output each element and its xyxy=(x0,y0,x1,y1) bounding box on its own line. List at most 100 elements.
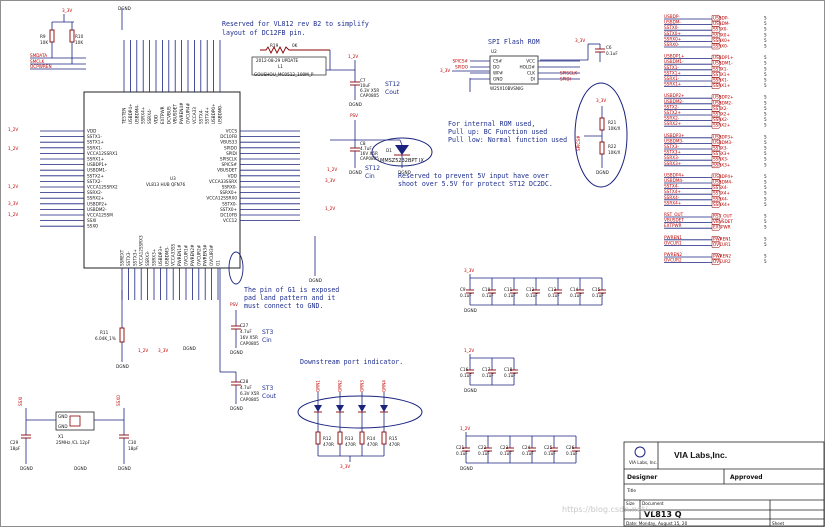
hier-net-label: EXTPWR xyxy=(664,223,682,228)
hier-port-label: SSRX3+ xyxy=(713,162,731,167)
hier-port-icon xyxy=(711,184,722,191)
decap-gnd: DGND xyxy=(460,466,473,471)
g1-note-1: The pin of G1 is exposed xyxy=(244,286,339,294)
ic-top-pin: VBUSDET xyxy=(173,104,178,124)
document-label: Document xyxy=(642,501,664,506)
hier-port-label: SSRX0- xyxy=(713,44,729,49)
led-resistor xyxy=(381,431,387,445)
hier-port-num: 5 xyxy=(764,225,767,230)
decap-ref: C21 xyxy=(456,445,465,450)
hier-net-label: PWREN1 xyxy=(664,235,682,240)
svg-text:Cout: Cout xyxy=(385,89,400,96)
ic-top-pin: OVCUR4# xyxy=(186,102,191,124)
net-smdata: SMDATA xyxy=(30,53,47,58)
led-resistor xyxy=(315,431,321,445)
rom-select-circle xyxy=(574,82,628,188)
hier-port-num: 5 xyxy=(764,254,767,259)
ic-bottom-pin: SSRX3+ xyxy=(152,248,157,266)
hier-port-icon xyxy=(711,94,722,101)
ic-top-pin: SSTX4- xyxy=(198,109,203,124)
ic-bottom-pin: OVCUR3# xyxy=(209,244,214,266)
ic-bottom-pin: USBDP3+ xyxy=(158,245,163,266)
hier-net-label: SSTX1- xyxy=(664,65,679,70)
c27-ref: C27 xyxy=(240,323,249,328)
spi-flash-title: SPI Flash ROM xyxy=(488,38,540,46)
downstream-note: Downstream port indicator. xyxy=(300,358,403,366)
c7-gnd: DGND xyxy=(349,102,362,107)
c28-ref: C28 xyxy=(240,379,249,384)
net-ocpwren: OCPWREN xyxy=(30,64,52,69)
flash-right-net: SPIDI xyxy=(560,77,571,82)
ic-top-pin: VDD xyxy=(154,115,159,124)
ic-right-pin: SPICS# xyxy=(221,162,237,167)
hier-port-num: 5 xyxy=(764,180,767,185)
hier-net-label: SSTX0+ xyxy=(664,31,681,36)
hier-port-icon xyxy=(711,77,722,84)
hier-port-label: SSTX2+ xyxy=(713,112,730,117)
ic-left-pin: USBDP2+ xyxy=(87,201,108,206)
c29-gnd: DGND xyxy=(20,466,33,471)
hier-net-label: SSRX1- xyxy=(664,76,680,81)
ic-left-pin: USBDM2- xyxy=(87,207,107,212)
led-vcc: 3_3V xyxy=(340,464,350,469)
left-v12-b: 1_2V xyxy=(8,146,18,151)
ic-top-pin: PWREN4# xyxy=(179,102,184,124)
hier-net-label: USBDM3- xyxy=(664,138,684,143)
r10-ref: R10 xyxy=(75,34,84,39)
hier-net-label: PWREN2 xyxy=(664,252,682,257)
ic-right-power: 1_2V 3_3V 1_2V DGND xyxy=(309,167,337,283)
hier-port-icon xyxy=(711,134,722,141)
r9-ref: R9 xyxy=(40,34,46,39)
hier-net-label: SSRX3- xyxy=(664,155,680,160)
right-v12-b: 1_2V xyxy=(325,206,335,211)
decap-value: 0.1uF xyxy=(526,293,538,298)
hier-port-num: 5 xyxy=(764,157,767,162)
hier-port-num: 5 xyxy=(764,162,767,167)
led-resistor xyxy=(359,431,365,445)
decap-value: 0.1uF xyxy=(456,451,468,456)
c8-ref: C8 xyxy=(360,141,366,146)
c7-group: 1_2V C7 10uF 6.3V X5R CAP0805 DGND ST12 … xyxy=(348,54,400,107)
ic-bottom-pin: SSRX3- xyxy=(145,250,150,266)
hier-port-label: SSTX0+ xyxy=(713,32,730,37)
hier-net-label: SSRX1+ xyxy=(664,82,682,87)
hier-port-num: 5 xyxy=(764,140,767,145)
spics-net: SPICS# xyxy=(576,135,581,151)
d1-zener-icon xyxy=(395,145,409,155)
d1-value: MMSZ5232BPT IX xyxy=(380,158,425,164)
hier-port-icon xyxy=(711,258,722,265)
st3-cout: ST3 xyxy=(262,385,273,392)
hier-port-icon xyxy=(711,196,722,203)
hier-net-label: SSTX4+ xyxy=(664,189,681,194)
r21-vcc: 3_3V xyxy=(596,98,606,103)
r11-group: R11 6.04K_1% DGND xyxy=(95,290,129,369)
hier-port-label: SSRX0+ xyxy=(713,38,731,43)
hier-port-icon xyxy=(711,37,722,44)
bot-gnd-a: DGND xyxy=(183,346,196,351)
decap-value: 0.1uF xyxy=(566,451,578,456)
flash-left-net: SPICS# xyxy=(452,59,468,64)
left-v33: 3_3V xyxy=(8,201,18,206)
spi-flash: SPI Flash ROM U2 W25X10BVSNIG CS#SPICS#D… xyxy=(440,38,618,92)
ic-top-pin: DCVBUS xyxy=(166,106,171,124)
ic-right-pin: SSRX0- xyxy=(222,185,238,190)
hier-port-label: USBDM3- xyxy=(713,140,733,145)
hier-port-icon xyxy=(711,156,722,163)
r11-ref: R11 xyxy=(100,330,109,335)
flash-left-pin: WP# xyxy=(493,71,504,76)
x1-gnd-pin: GND xyxy=(58,414,68,419)
hier-port-icon xyxy=(711,213,722,220)
decap-value: 0.1uF xyxy=(504,293,516,298)
ic-top-pin: USBDM4- xyxy=(134,104,139,124)
rom-select-resistors: 3_3V R21 10K/X SPICS# R22 10K/X DGND xyxy=(576,98,620,175)
hier-port-icon xyxy=(711,66,722,73)
crystal-group: SSXI SSXO GND GND X1 25MHz /CL 12pF C29 … xyxy=(10,394,139,471)
flash-right-pin: VCC xyxy=(526,59,535,64)
hier-port-icon xyxy=(711,43,722,50)
flash-vcc2: 3_3V xyxy=(575,38,585,43)
hier-port-label: SSRX2+ xyxy=(713,123,731,128)
hier-port-label: SSTX4+ xyxy=(713,191,730,196)
decap-vcc: 1_2V xyxy=(460,426,470,431)
hier-port-label: PWREN1 xyxy=(713,236,731,241)
hier-net-label: SSTX2- xyxy=(664,104,679,109)
